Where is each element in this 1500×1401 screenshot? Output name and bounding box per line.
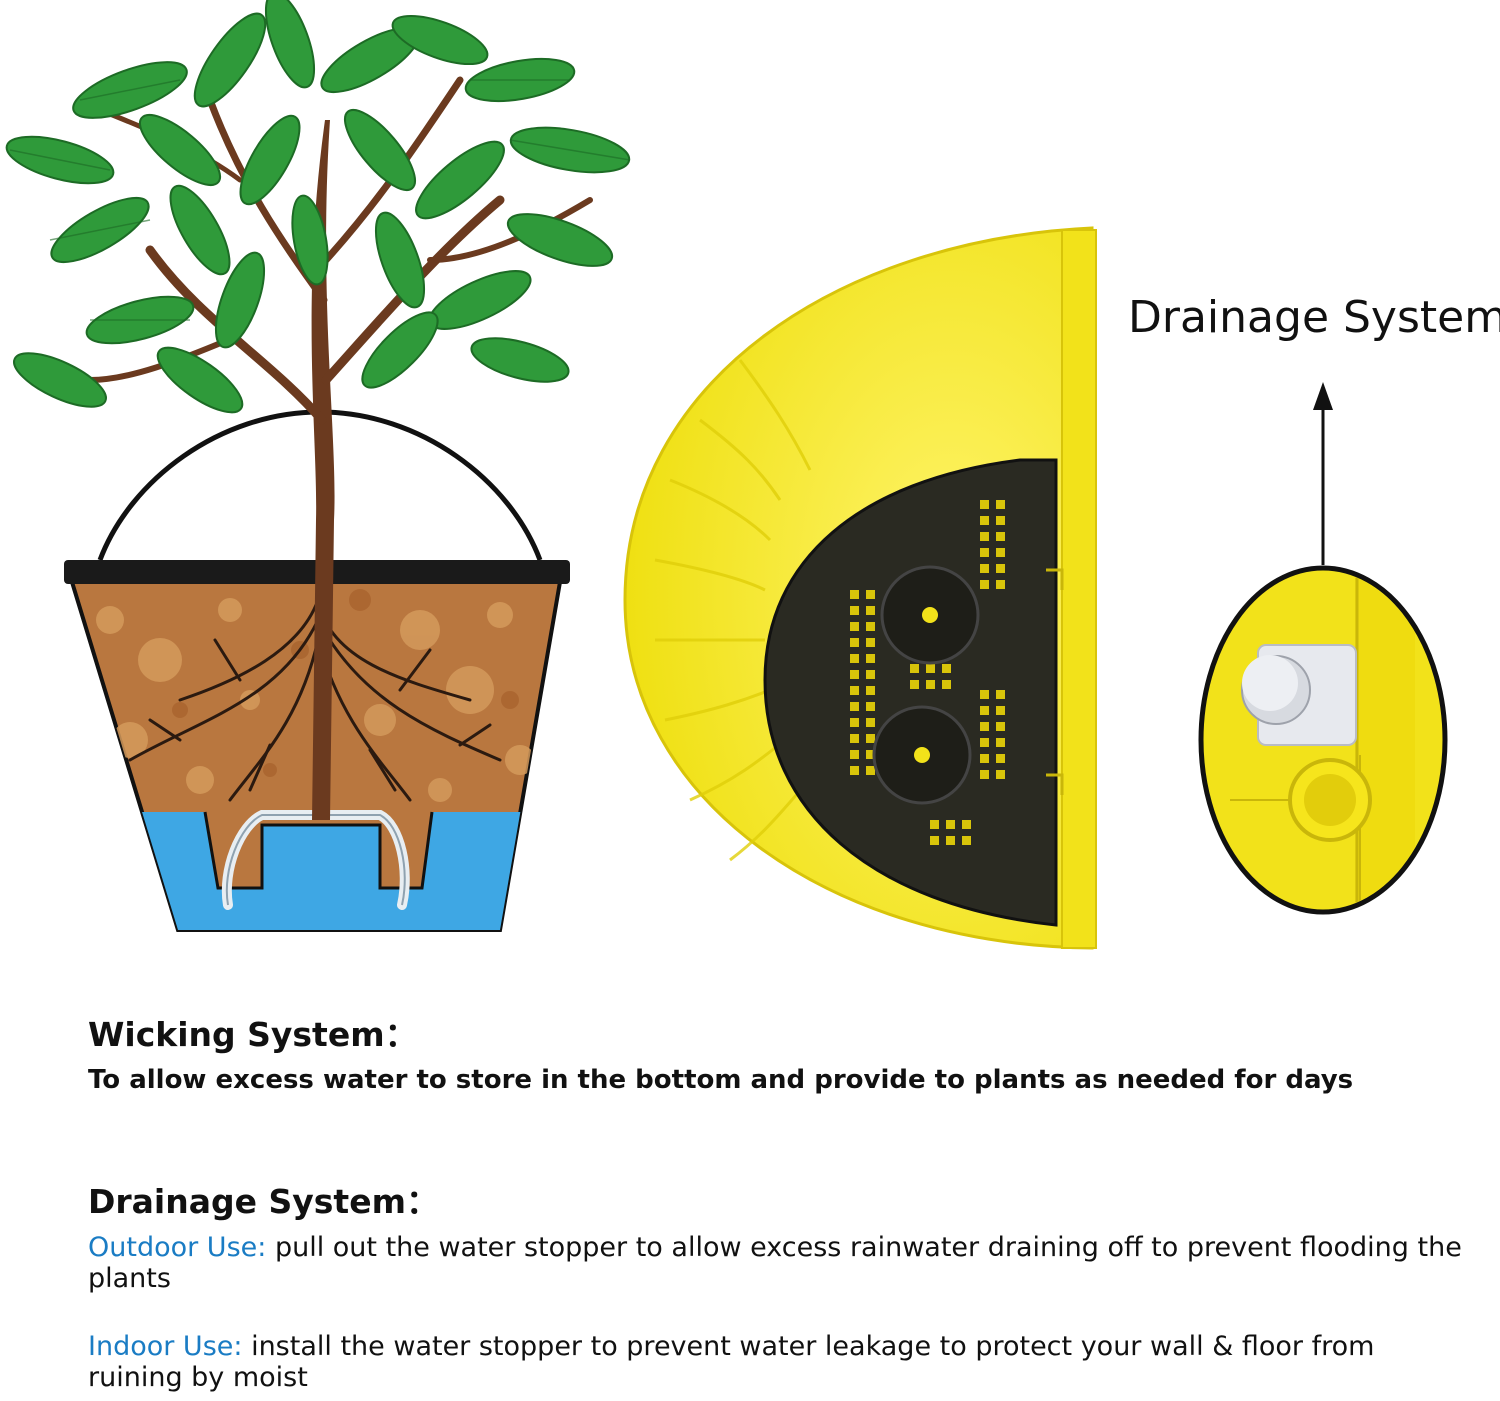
drainage-title: Drainage System： (88, 1182, 439, 1221)
wicking-description: To allow excess water to store in the bo… (88, 1065, 1354, 1095)
indoor-use-paragraph: Indoor Use: install the water stopper to… (88, 1331, 1468, 1393)
plant-pot-icon (5, 0, 631, 932)
outdoor-use-text: pull out the water stopper to allow exce… (88, 1232, 1462, 1294)
drainage-callout-label: Drainage System (1128, 292, 1500, 343)
indoor-use-text: install the water stopper to prevent wat… (88, 1331, 1375, 1393)
outdoor-use-paragraph: Outdoor Use: pull out the water stopper … (88, 1232, 1468, 1294)
arrow-up-icon (1313, 382, 1333, 565)
planter-bottom-icon (623, 226, 1097, 950)
illustration (5, 0, 1448, 950)
drain-stopper-icon (1198, 565, 1448, 915)
wicking-title: Wicking System： (88, 1015, 418, 1054)
indoor-use-label: Indoor Use: (88, 1331, 243, 1362)
outdoor-use-label: Outdoor Use: (88, 1232, 267, 1263)
